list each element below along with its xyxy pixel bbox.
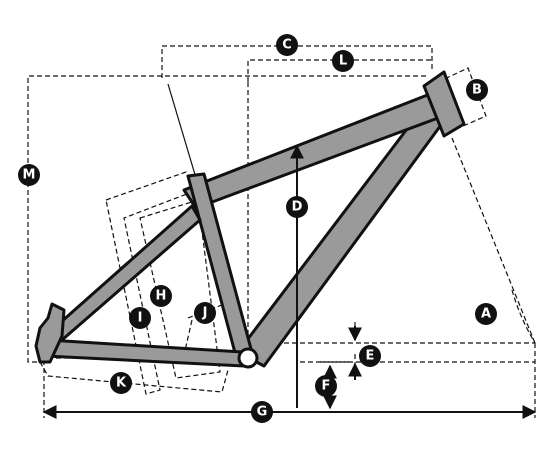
badge-b: B	[466, 79, 488, 101]
svg-text:M: M	[23, 168, 36, 183]
guide-i	[105, 171, 193, 395]
svg-text:L: L	[339, 54, 347, 69]
badge-k: K	[110, 372, 132, 394]
svg-text:F: F	[322, 379, 331, 394]
guide-a-arc	[511, 289, 536, 344]
svg-text:G: G	[257, 405, 268, 420]
badge-h: H	[150, 285, 172, 307]
badge-a: A	[475, 303, 497, 325]
svg-text:H: H	[156, 289, 167, 304]
badge-m: M	[18, 164, 40, 186]
guide-h	[139, 199, 221, 379]
guide-l	[247, 59, 432, 82]
badge-d: D	[286, 196, 308, 218]
svg-text:B: B	[472, 83, 482, 98]
guide-a-head-angle	[451, 137, 536, 344]
svg-text:D: D	[292, 200, 303, 215]
svg-text:K: K	[116, 376, 127, 391]
badge-g: G	[251, 401, 273, 423]
seat-angle-line	[167, 83, 197, 179]
svg-text:C: C	[282, 38, 292, 53]
seat-tube	[186, 172, 256, 366]
badge-c: C	[276, 34, 298, 56]
bottom-bracket	[237, 347, 259, 369]
guide-c	[161, 45, 433, 78]
svg-text:E: E	[366, 349, 375, 364]
badge-i: I	[129, 307, 151, 329]
badge-l: L	[332, 50, 354, 72]
bike-frame	[34, 70, 466, 369]
guide-k	[39, 361, 229, 393]
head-tube	[422, 70, 466, 138]
badge-f: F	[315, 375, 337, 397]
badge-e: E	[359, 345, 381, 367]
svg-text:A: A	[481, 307, 491, 322]
chain-stay	[44, 338, 246, 368]
svg-text:J: J	[202, 306, 208, 321]
svg-text:I: I	[138, 311, 143, 326]
rear-dropout	[34, 302, 66, 364]
guide-m	[27, 75, 426, 363]
badge-j: J	[194, 302, 216, 324]
